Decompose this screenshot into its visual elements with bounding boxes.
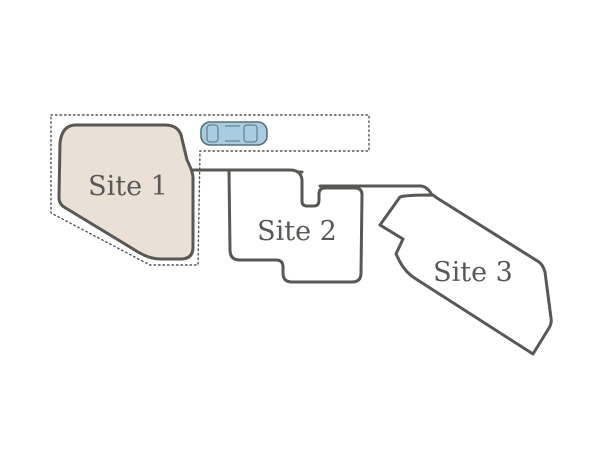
site-2-shape[interactable]	[227, 168, 364, 284]
site-3-shape[interactable]	[378, 193, 553, 356]
connector-path	[186, 168, 435, 199]
parking-boundary-dotted	[50, 114, 370, 266]
site-3-label: Site 3	[433, 257, 513, 288]
site-1-label: Site 1	[88, 171, 168, 202]
site-2-label: Site 2	[257, 216, 337, 247]
site-1-shape[interactable]	[57, 123, 195, 261]
car-icon	[200, 121, 268, 146]
